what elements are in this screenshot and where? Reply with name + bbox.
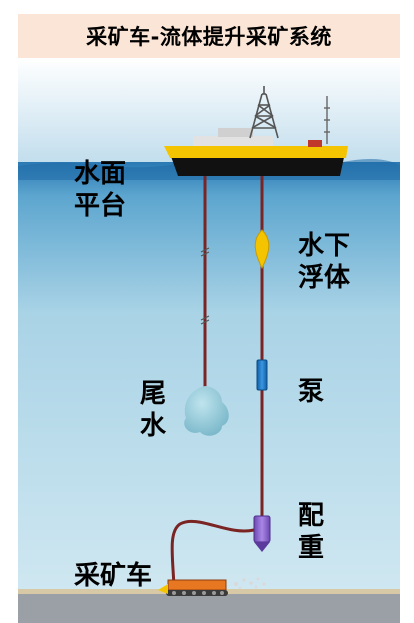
surface-platform-label-line-2: 平台	[74, 191, 127, 221]
subsea-buoy-label: 水下 浮体	[298, 230, 350, 294]
pump-label: 泵	[298, 377, 325, 407]
pump	[256, 359, 268, 391]
subsea-buoy	[254, 229, 270, 270]
page-title: 采矿车-流体提升采矿系统	[86, 25, 332, 49]
counterweight	[253, 515, 271, 552]
mining-vehicle-label: 采矿车	[74, 561, 153, 591]
sea-water	[18, 162, 400, 592]
surface-platform-label: 水面 平台	[74, 158, 126, 222]
subsea-buoy-label-line-1: 水下	[298, 231, 351, 261]
counterweight-label-line-2: 重	[298, 533, 325, 563]
surface-platform-label-line-1: 水面	[74, 159, 127, 189]
tailwater-label-line-1: 尾	[140, 379, 167, 409]
flexible-hose	[170, 519, 255, 589]
tailwater-discharge-plume	[184, 386, 229, 436]
mining-vehicle	[158, 579, 228, 596]
diagram-scene: 水面 平台 水下 浮体 尾 水 泵 配 重 采矿车	[18, 58, 400, 623]
tailwater-label-line-2: 水	[140, 411, 167, 441]
counterweight-label-line-1: 配	[298, 501, 325, 531]
subsea-buoy-label-line-2: 浮体	[298, 263, 351, 293]
seabed	[18, 592, 400, 623]
pipe-joint	[200, 315, 210, 325]
counterweight-label: 配 重	[298, 500, 324, 564]
surface-platform-ship	[164, 86, 348, 176]
tailwater-label: 尾 水	[140, 378, 166, 442]
pipe-joint	[200, 247, 210, 257]
diagram-illustration	[18, 58, 400, 623]
sediment-plume	[234, 577, 266, 590]
title-banner: 采矿车-流体提升采矿系统	[18, 14, 400, 58]
